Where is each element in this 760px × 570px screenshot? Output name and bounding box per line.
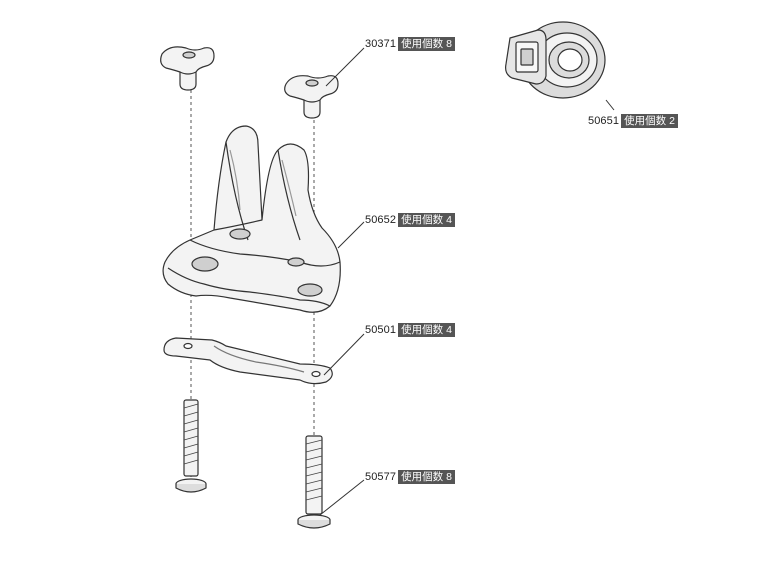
part-number: 50652 — [365, 214, 397, 226]
part-number: 50651 — [588, 115, 620, 127]
quantity-badge: 使用個数 4 — [398, 213, 455, 227]
part-number: 30371 — [365, 38, 397, 50]
part-number: 50577 — [365, 471, 397, 483]
base-plate-icon — [163, 337, 333, 385]
part-number: 50501 — [365, 324, 397, 336]
knob-icon — [284, 75, 339, 119]
quantity-badge: 使用個数 8 — [398, 37, 455, 51]
quantity-badge: 使用個数 4 — [398, 323, 455, 337]
callout-50651: 50651 使用個数 2 — [588, 114, 678, 128]
foot-pad-icon — [162, 125, 341, 313]
leader-lines — [319, 47, 615, 516]
quantity-badge: 使用個数 8 — [398, 470, 455, 484]
callout-50577: 50577 使用個数 8 — [365, 470, 455, 484]
knob-icon — [160, 46, 215, 91]
callout-50501: 50501 使用個数 4 — [365, 323, 455, 337]
quantity-badge: 使用個数 2 — [621, 114, 678, 128]
callout-50652: 50652 使用個数 4 — [365, 213, 455, 227]
callout-30371: 30371 使用個数 8 — [365, 37, 455, 51]
bolt-icon — [175, 399, 207, 493]
strap-icon — [505, 21, 606, 99]
bolt-icon — [297, 435, 331, 529]
